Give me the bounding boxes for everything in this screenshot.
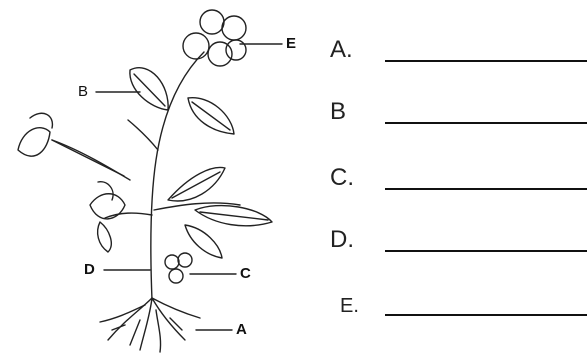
- flower: [183, 10, 246, 66]
- leaf-left-top: [98, 182, 113, 200]
- leaf-far-left: [18, 128, 50, 156]
- leaf-far-left-2: [30, 113, 52, 128]
- answer-line-e[interactable]: [385, 314, 587, 316]
- leader-far-left: [52, 140, 124, 176]
- answer-label-b: B: [330, 98, 346, 126]
- answer-line-c[interactable]: [385, 188, 587, 190]
- branch-upper-left: [128, 120, 158, 150]
- branch-left: [105, 213, 152, 218]
- fruits: [165, 253, 192, 283]
- plant-label-c: C: [240, 266, 251, 281]
- answer-line-a[interactable]: [385, 60, 587, 62]
- answer-label-a: A.: [330, 36, 353, 64]
- answer-row-b: B: [330, 98, 587, 128]
- roots: [100, 298, 200, 352]
- answer-label-e: E.: [340, 295, 359, 318]
- answer-label-c: C.: [330, 164, 354, 192]
- answer-row-d: D.: [330, 226, 587, 256]
- leaf-left-2: [98, 222, 112, 252]
- answer-line-d[interactable]: [385, 250, 587, 252]
- plant-label-b: B: [78, 84, 88, 99]
- answer-label-d: D.: [330, 226, 354, 254]
- answer-row-e: E.: [330, 290, 587, 320]
- plant-label-e: E: [286, 36, 296, 51]
- plant-diagram: [0, 0, 330, 356]
- answer-row-a: A.: [330, 36, 587, 66]
- plant-label-d: D: [84, 262, 95, 277]
- plant-label-a: A: [236, 322, 247, 337]
- leaf-lower-right-2: [185, 225, 222, 258]
- answer-line-b[interactable]: [385, 122, 587, 124]
- leaf-left: [90, 194, 125, 219]
- answer-row-c: C.: [330, 164, 587, 194]
